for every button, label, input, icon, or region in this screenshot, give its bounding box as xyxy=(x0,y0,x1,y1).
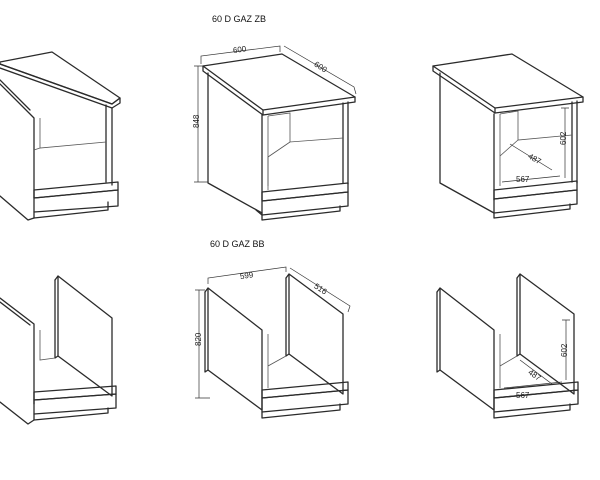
cabinet-bottom-right: 602 567 487 xyxy=(436,273,579,419)
dim-bottom-inner-width: 567 xyxy=(516,391,530,400)
dim-top-inner-height: 602 xyxy=(559,131,568,145)
cabinet-bottom-left xyxy=(0,275,117,425)
dim-top-inner-width: 567 xyxy=(516,175,530,184)
dim-bottom-height: 820 xyxy=(194,332,203,346)
cabinet-top-left xyxy=(0,51,121,221)
dim-top-inner-depth: 487 xyxy=(527,152,544,167)
cabinet-top-right: 602 567 487 xyxy=(432,53,584,219)
cabinet-bottom-middle: 599 516 820 xyxy=(194,266,351,419)
dim-bottom-inner-height: 602 xyxy=(560,343,569,357)
dim-top-width: 600 xyxy=(232,44,247,55)
dim-bottom-depth: 516 xyxy=(312,282,329,297)
dim-top-height: 848 xyxy=(192,114,201,128)
dim-top-depth: 600 xyxy=(312,60,329,75)
dim-bottom-width: 599 xyxy=(239,270,254,281)
title-bb: 60 D GAZ BB xyxy=(210,239,265,249)
cabinet-top-middle: 600 600 848 xyxy=(192,44,357,221)
title-zb: 60 D GAZ ZB xyxy=(212,14,266,24)
